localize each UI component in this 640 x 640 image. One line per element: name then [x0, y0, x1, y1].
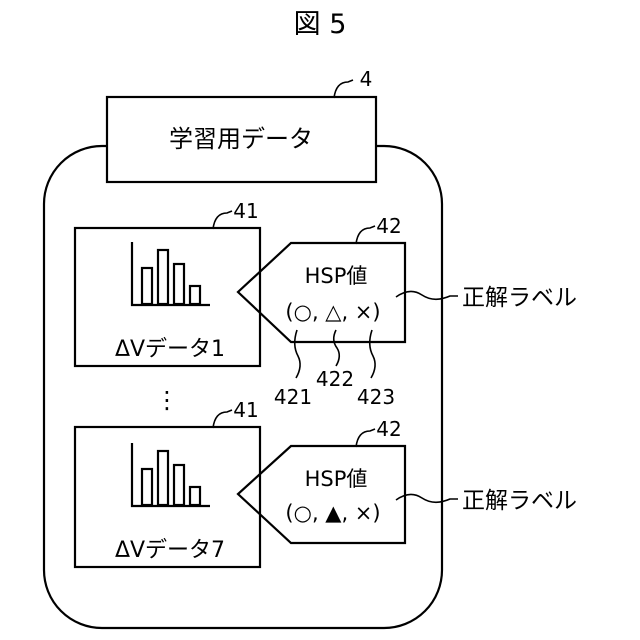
ref-42-label: 42: [376, 417, 401, 441]
ref-421-label: 421: [274, 385, 312, 409]
hsp-tag: [238, 446, 405, 543]
sample-1: ΔVデータ1 41 HSP値 (○, △, ×) 42 421 422 423 …: [75, 199, 577, 409]
ref-422-label: 422: [316, 367, 354, 391]
ellipsis: ⋮: [155, 386, 179, 414]
hsp-tag: [238, 243, 405, 342]
ref-41-leader: [213, 211, 232, 229]
ref-42-leader: [356, 226, 375, 244]
correct-label: 正解ラベル: [462, 488, 577, 514]
hsp-title: HSP値: [305, 467, 368, 491]
figure-title: 図 5: [294, 9, 347, 40]
ref-422-leader: [334, 330, 340, 366]
bar-chart-icon: [132, 242, 210, 305]
ref-423-leader: [370, 330, 375, 378]
ref-421-leader: [295, 330, 300, 378]
ref-42-label: 42: [376, 214, 401, 238]
hsp-values: (○, ▲, ×): [285, 501, 380, 525]
sample-7: ΔVデータ7 41 HSP値 (○, ▲, ×) 42 正解ラベル: [75, 398, 577, 567]
ref-41-leader: [213, 410, 232, 428]
learning-data-label: 学習用データ: [169, 125, 313, 153]
hsp-values: (○, △, ×): [285, 300, 380, 324]
ref-42-leader: [356, 429, 375, 447]
hsp-title: HSP値: [305, 264, 368, 288]
ref-4-label: 4: [360, 67, 373, 91]
dv-data-caption: ΔVデータ1: [115, 337, 225, 362]
correct-label: 正解ラベル: [462, 285, 577, 311]
ref-423-label: 423: [357, 385, 395, 409]
ref-4-leader: [334, 80, 353, 98]
dv-data-caption: ΔVデータ7: [115, 538, 225, 563]
ref-41-label: 41: [233, 398, 258, 422]
bar-chart-icon: [132, 443, 210, 506]
ref-41-label: 41: [233, 199, 258, 223]
